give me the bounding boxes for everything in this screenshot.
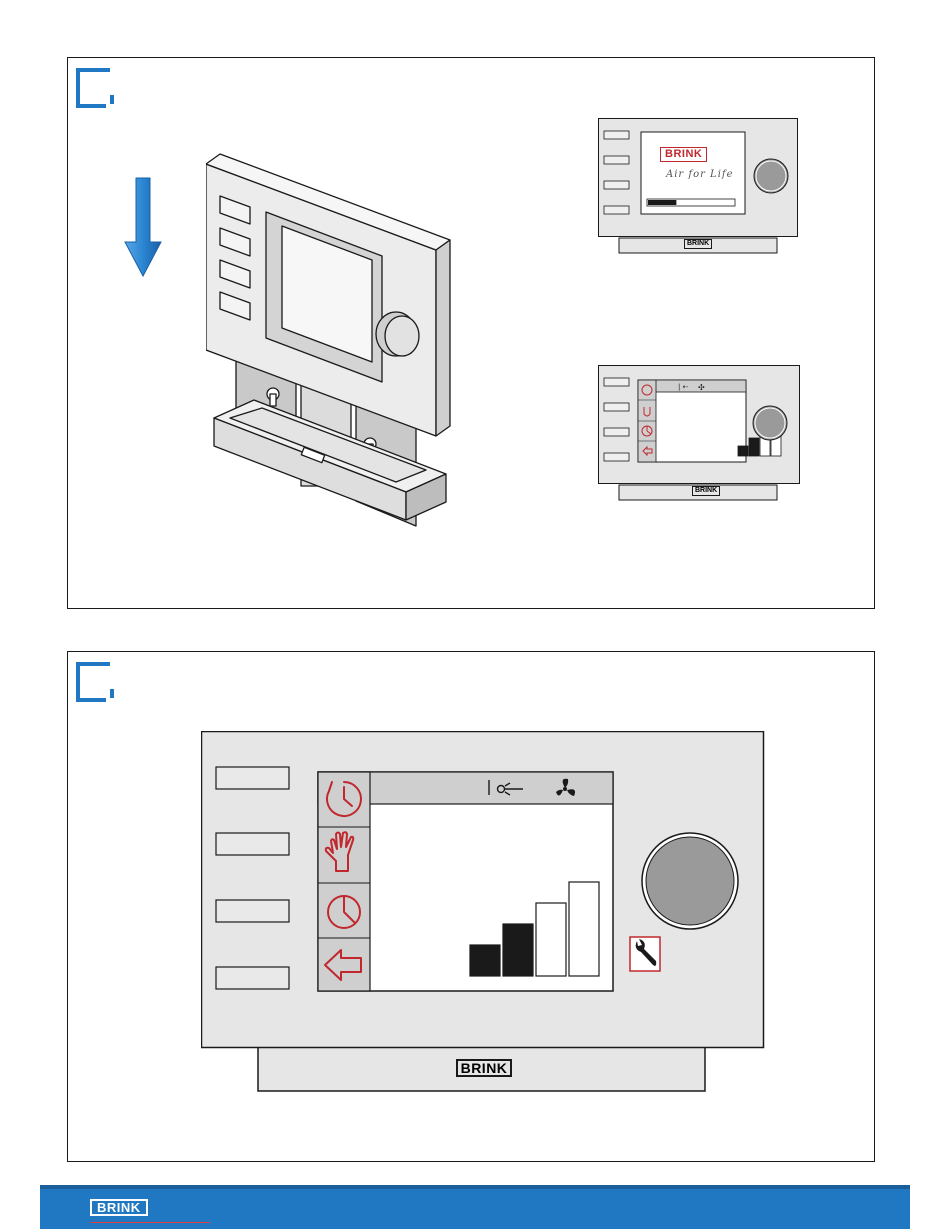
controller-mounting-illustration bbox=[206, 146, 451, 556]
figure-panel-bottom: BRINK bbox=[67, 651, 875, 1162]
corner-mark bbox=[76, 68, 110, 104]
fan-level-bar bbox=[569, 882, 599, 976]
wrench-icon[interactable] bbox=[630, 937, 660, 971]
boot-screen-logo: BRINK bbox=[660, 147, 707, 162]
controller-large-view bbox=[201, 731, 765, 1093]
menu-button-4[interactable] bbox=[216, 967, 289, 989]
fan-level-bar bbox=[749, 438, 759, 456]
footer-underline bbox=[90, 1222, 210, 1223]
label-logo: BRINK bbox=[684, 239, 712, 249]
fan-level-bar bbox=[470, 945, 500, 976]
footer-bar: BRINK bbox=[40, 1185, 910, 1229]
status-screen-device: | ⇠ ✣ bbox=[598, 365, 838, 505]
figure-panel-top: BRINK Air for Life BRINK | ⇠ ✣ bbox=[67, 57, 875, 609]
boot-progress-fill bbox=[648, 200, 676, 205]
boot-screen-device bbox=[598, 118, 838, 258]
menu-button-2[interactable] bbox=[216, 833, 289, 855]
label-logo: BRINK bbox=[456, 1059, 512, 1077]
footer-logo: BRINK bbox=[90, 1199, 148, 1216]
svg-text:✣: ✣ bbox=[698, 383, 705, 392]
fan-level-bar bbox=[536, 903, 566, 976]
fan-level-bar bbox=[503, 924, 533, 976]
menu-button-3[interactable] bbox=[216, 900, 289, 922]
corner-mark bbox=[76, 662, 110, 698]
boot-screen-tagline: Air for Life bbox=[666, 169, 734, 180]
down-arrow-icon bbox=[123, 176, 163, 278]
label-logo: BRINK bbox=[692, 486, 720, 496]
fan-level-bar bbox=[738, 446, 748, 456]
svg-text:| ⇠: | ⇠ bbox=[678, 383, 689, 391]
menu-button-1[interactable] bbox=[216, 767, 289, 789]
